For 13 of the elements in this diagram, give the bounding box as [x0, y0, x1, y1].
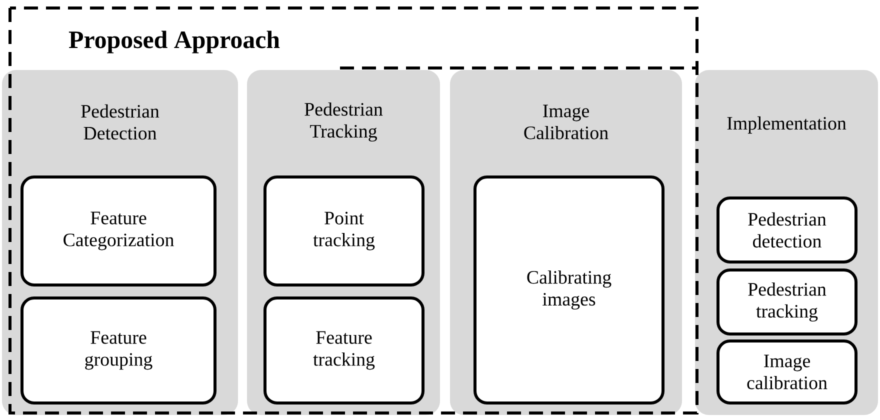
- process-box: Feature Categorization: [20, 176, 216, 286]
- frame-title: Proposed Approach: [68, 30, 280, 54]
- process-box: Pedestrian detection: [716, 196, 858, 264]
- panel-heading: Pedestrian Detection: [81, 104, 160, 140]
- process-box: Feature tracking: [264, 296, 424, 404]
- panel-heading: Image Calibration: [524, 104, 608, 140]
- process-box: Image calibration: [716, 340, 858, 404]
- process-box: Calibrating images: [474, 176, 664, 404]
- panel-heading: Implementation: [727, 116, 846, 134]
- process-box: Feature grouping: [20, 296, 216, 404]
- process-box: Point tracking: [264, 176, 424, 286]
- process-box: Pedestrian tracking: [716, 268, 858, 336]
- panel-heading: Pedestrian Tracking: [304, 102, 383, 142]
